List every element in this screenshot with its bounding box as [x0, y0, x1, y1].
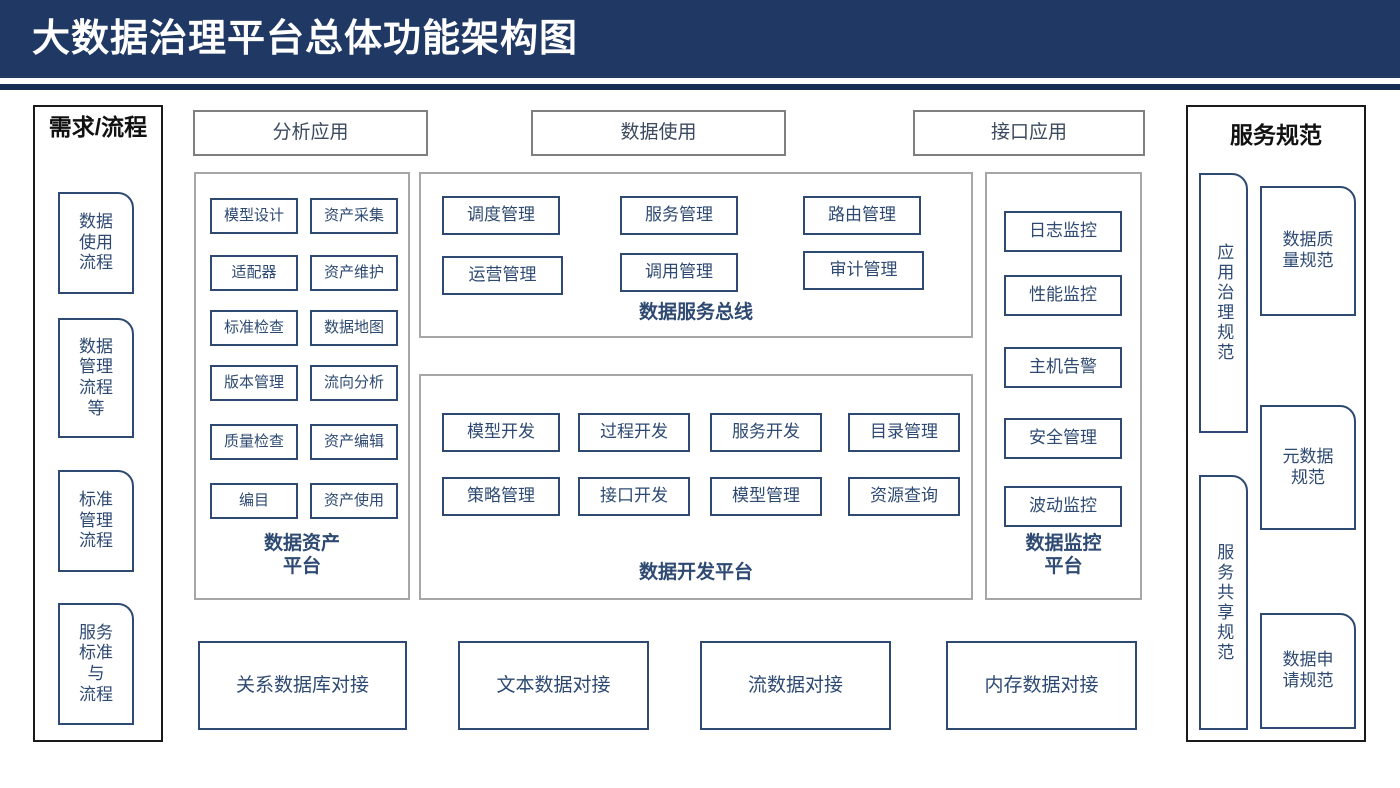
bottom-item-0[interactable]: 关系数据库对接	[198, 641, 407, 730]
top-app-data-usage[interactable]: 数据使用	[531, 110, 786, 156]
monitor-item-1[interactable]: 性能监控	[1004, 275, 1122, 316]
left-column-title: 需求/流程	[48, 114, 148, 140]
asset-item-8[interactable]: 质量检查	[210, 424, 298, 460]
right-wide-item-1[interactable]: 元数据 规范	[1260, 405, 1356, 530]
asset-item-5[interactable]: 数据地图	[310, 310, 398, 346]
header-band	[0, 0, 1400, 78]
right-narrow-item-0-label: 应用治理规范	[1214, 243, 1234, 363]
service-bus-caption: 数据服务总线	[638, 302, 753, 323]
asset-item-1[interactable]: 资产采集	[310, 198, 398, 234]
monitor-platform-caption: 数据监控 平台	[1025, 533, 1102, 577]
right-wide-item-2[interactable]: 数据申 请规范	[1260, 613, 1356, 729]
monitor-item-2[interactable]: 主机告警	[1004, 347, 1122, 388]
top-app-interface[interactable]: 接口应用	[913, 110, 1145, 156]
asset-item-0[interactable]: 模型设计	[210, 198, 298, 234]
monitor-item-0[interactable]: 日志监控	[1004, 211, 1122, 252]
right-column-title: 服务规范	[1230, 122, 1322, 148]
asset-item-4[interactable]: 标准检查	[210, 310, 298, 346]
service-bus-item-4[interactable]: 调用管理	[620, 253, 738, 292]
top-app-analysis[interactable]: 分析应用	[193, 110, 428, 156]
service-bus-item-5[interactable]: 审计管理	[803, 251, 924, 290]
left-flow-item-3[interactable]: 服务 标准 与 流程	[58, 603, 134, 725]
service-bus-item-0[interactable]: 调度管理	[442, 196, 560, 235]
header-divider	[0, 84, 1400, 90]
right-wide-item-0[interactable]: 数据质 量规范	[1260, 186, 1356, 316]
monitor-item-3[interactable]: 安全管理	[1004, 418, 1122, 459]
asset-item-7[interactable]: 流向分析	[310, 365, 398, 401]
dev-item-2[interactable]: 服务开发	[710, 413, 822, 452]
bottom-item-2[interactable]: 流数据对接	[700, 641, 891, 730]
dev-item-4[interactable]: 策略管理	[442, 477, 560, 516]
bottom-item-3[interactable]: 内存数据对接	[946, 641, 1137, 730]
left-flow-item-0[interactable]: 数据 使用 流程	[58, 192, 134, 294]
service-bus-item-2[interactable]: 路由管理	[803, 196, 921, 235]
asset-item-2[interactable]: 适配器	[210, 255, 298, 291]
dev-item-7[interactable]: 资源查询	[848, 477, 960, 516]
left-flow-item-2[interactable]: 标准 管理 流程	[58, 470, 134, 572]
dev-item-3[interactable]: 目录管理	[848, 413, 960, 452]
asset-item-10[interactable]: 编目	[210, 483, 298, 519]
asset-item-11[interactable]: 资产使用	[310, 483, 398, 519]
right-narrow-item-1-label: 服务共享规范	[1214, 542, 1234, 663]
bottom-item-1[interactable]: 文本数据对接	[458, 641, 649, 730]
asset-platform-caption: 数据资产 平台	[263, 533, 340, 577]
right-narrow-item-1[interactable]: 服务共享规范	[1199, 475, 1248, 730]
service-bus-item-3[interactable]: 运营管理	[442, 256, 563, 295]
dev-platform-caption: 数据开发平台	[638, 562, 753, 583]
asset-item-6[interactable]: 版本管理	[210, 365, 298, 401]
asset-item-3[interactable]: 资产维护	[310, 255, 398, 291]
page-title: 大数据治理平台总体功能架构图	[32, 18, 579, 60]
asset-item-9[interactable]: 资产编辑	[310, 424, 398, 460]
service-bus-item-1[interactable]: 服务管理	[620, 196, 738, 235]
dev-item-0[interactable]: 模型开发	[442, 413, 560, 452]
left-flow-item-1[interactable]: 数据 管理 流程 等	[58, 318, 134, 438]
monitor-item-4[interactable]: 波动监控	[1004, 486, 1122, 527]
dev-item-5[interactable]: 接口开发	[578, 477, 690, 516]
dev-item-6[interactable]: 模型管理	[710, 477, 822, 516]
dev-item-1[interactable]: 过程开发	[578, 413, 690, 452]
right-narrow-item-0[interactable]: 应用治理规范	[1199, 173, 1248, 433]
